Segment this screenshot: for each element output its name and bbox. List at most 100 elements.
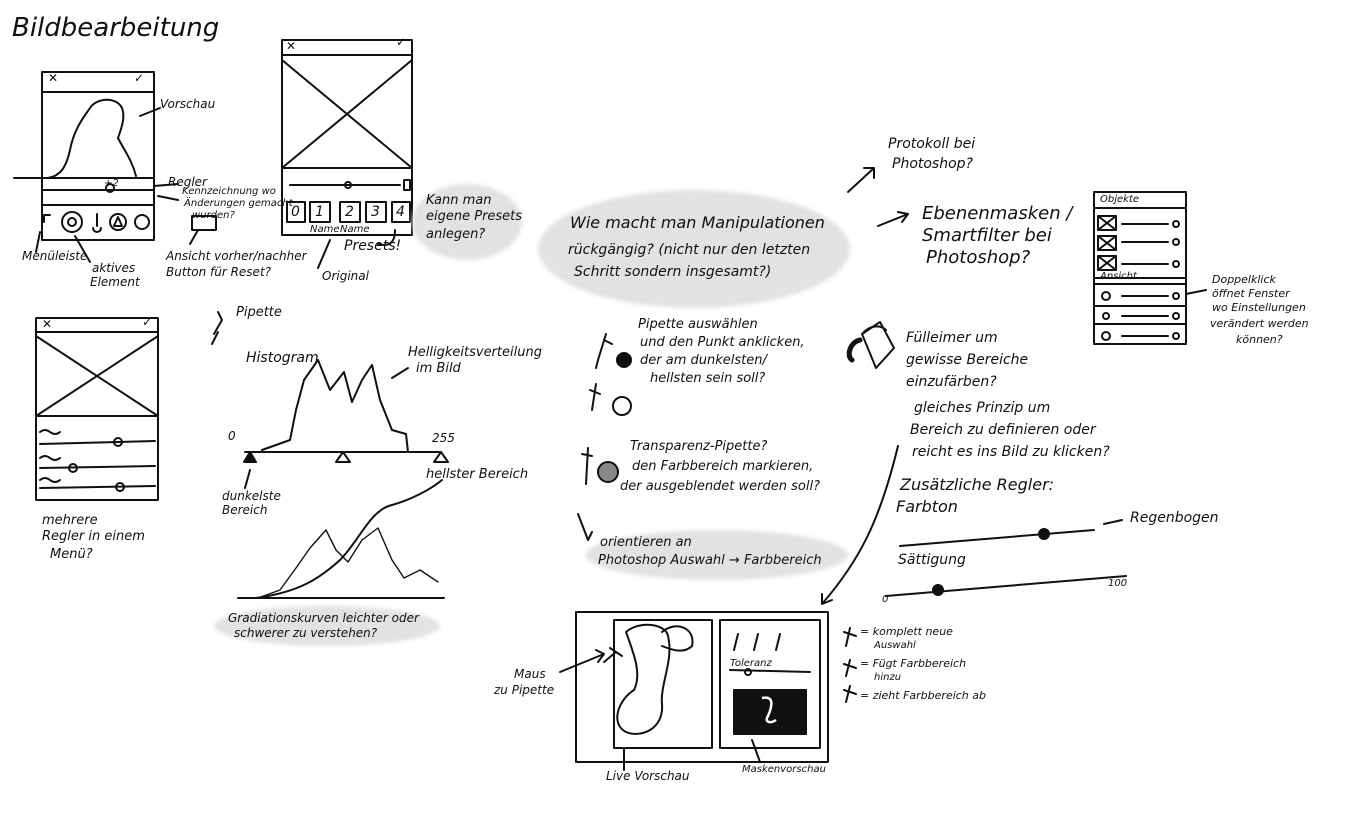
histogram-drawing: [211, 311, 449, 599]
farbton-saettigung-sliders: [885, 528, 1127, 597]
protokoll-2: Photoshop?: [892, 156, 973, 172]
doppelklick-2: öffnet Fenster: [1212, 287, 1290, 300]
question-line-2: rückgängig? (nicht nur den letzten: [568, 242, 811, 258]
label-ansicht-2: Button für Reset?: [166, 265, 272, 279]
saettigung-max: 100: [1108, 578, 1128, 589]
right-arrows: [821, 167, 1207, 605]
transparenz-1: Transparenz-Pipette?: [630, 439, 768, 454]
doppelklick-3: wo Einstellungen: [1212, 301, 1306, 314]
label-saettigung: Sättigung: [898, 552, 966, 568]
pipette-select-4: hellsten sein soll?: [650, 371, 766, 386]
orientieren-2: Photoshop Auswahl → Farbbereich: [598, 553, 822, 568]
objekte-panel: [1093, 191, 1187, 345]
legend-2-line-2: hinzu: [874, 672, 902, 683]
label-kann-man-1: Kann man: [426, 193, 492, 208]
question-line-1: Wie macht man Manipulationen: [570, 213, 825, 232]
fuelleimer-3: einzufärben?: [906, 374, 997, 390]
label-presets: Presets!: [344, 238, 402, 254]
sketch1-close-icon: ✕: [48, 71, 59, 85]
sketch2-close-icon: ✕: [286, 39, 297, 53]
legend-2-line-1: = Fügt Farbbereich: [860, 657, 967, 670]
saettigung-min: 0: [882, 594, 889, 605]
label-maskenvorschau: Maskenvorschau: [742, 764, 826, 775]
label-helligkeit-2: im Bild: [416, 361, 461, 376]
gleiches-2: Bereich zu definieren oder: [910, 422, 1096, 438]
label-aktives-1: aktives: [92, 261, 136, 275]
presets-question-bg: [412, 184, 522, 260]
ebenen-3: Photoshop?: [926, 247, 1031, 268]
label-regler: Regler: [168, 175, 207, 189]
label-aktives-2: Element: [90, 275, 140, 289]
label-dunkelste-2: Bereich: [222, 503, 268, 517]
orientieren-bg: [586, 530, 848, 580]
sketch1-phone: [13, 71, 217, 263]
zusaetzlich-1: Zusätzliche Regler:: [900, 475, 1055, 494]
legend-3-line-1: = zieht Farbbereich ab: [860, 689, 987, 702]
label-regenbogen: Regenbogen: [1130, 510, 1219, 526]
label-kann-man-3: anlegen?: [426, 227, 486, 242]
label-mehrere-2: Regler in einem: [42, 529, 145, 544]
label-helligkeit-1: Helligkeitsverteilung: [408, 345, 542, 360]
label-pipette: Pipette: [236, 305, 282, 320]
preset-1: 1: [315, 204, 324, 220]
transparenz-2: den Farbbereich markieren,: [632, 459, 814, 474]
histogram-min: 0: [228, 429, 236, 443]
pipette-select-3: der am dunkelsten/: [640, 353, 767, 368]
label-mehrere-3: Menü?: [50, 547, 93, 562]
farbbereich-dialog: [559, 611, 857, 771]
preset-4: 4: [396, 204, 405, 220]
transparenz-3: der ausgeblendet werden soll?: [620, 479, 820, 494]
sketch2-check-icon: ✓: [396, 35, 407, 49]
sketch3-close-icon: ✕: [42, 317, 53, 331]
label-gradation-1: Gradiationskurven leichter oder: [228, 611, 419, 625]
label-kennzeichnung-2: Änderungen gemacht: [184, 198, 293, 209]
orientieren-1: orientieren an: [600, 535, 692, 550]
doppelklick-4: verändert werden: [1210, 317, 1309, 330]
doppelklick-1: Doppelklick: [1212, 273, 1276, 286]
maus-1: Maus: [514, 667, 546, 681]
doppelklick-5: können?: [1236, 333, 1283, 346]
label-dunkelste-1: dunkelste: [222, 489, 281, 503]
label-kennzeichnung-1: Kennzeichnung wo: [182, 186, 276, 197]
pipette-select-2: und den Punkt anklicken,: [640, 335, 805, 350]
label-toleranz: Toleranz: [730, 658, 772, 669]
label-ansicht-1: Ansicht vorher/nachher: [166, 249, 307, 263]
label-live-vorschau: Live Vorschau: [606, 769, 690, 783]
preset-name-1: Name: [310, 224, 340, 235]
ebenen-1: Ebenenmasken /: [922, 203, 1073, 224]
preset-2: 2: [345, 204, 354, 220]
label-gradation-2: schwerer zu verstehen?: [234, 626, 378, 640]
pipette-icons: [577, 333, 632, 541]
sketch3-phone: [35, 317, 159, 501]
preset-name-2: Name: [340, 224, 370, 235]
sketch2-phone: [281, 39, 413, 269]
preset-0: 0: [291, 204, 300, 220]
paint-bucket-icon: [846, 321, 895, 369]
page-title: Bildbearbeitung: [12, 13, 220, 43]
label-menueleiste: Menüleiste: [22, 249, 88, 263]
gleiches-3: reicht es ins Bild zu klicken?: [912, 444, 1110, 460]
question-cloud-bg: [538, 190, 850, 308]
sketch1-check-icon: ✓: [134, 71, 145, 85]
protokoll-1: Protokoll bei: [888, 136, 976, 152]
sketch3-check-icon: ✓: [142, 315, 153, 329]
objekte-label: Objekte: [1100, 194, 1140, 205]
legend-1-line-2: Auswahl: [874, 640, 916, 651]
pipette-select-1: Pipette auswählen: [638, 317, 758, 332]
legend-1-line-1: = komplett neue: [860, 625, 953, 638]
fuelleimer-2: gewisse Bereiche: [906, 352, 1029, 368]
ansicht-label: Ansicht: [1100, 271, 1137, 282]
ebenen-2: Smartfilter bei: [922, 225, 1052, 246]
label-kann-man-2: eigene Presets: [426, 209, 523, 224]
label-hellste: hellster Bereich: [426, 467, 529, 482]
label-kennzeichnung-3: wurden?: [192, 210, 235, 221]
maus-2: zu Pipette: [494, 683, 555, 697]
gradation-bg: [214, 606, 440, 646]
zusaetzlich-2: Farbton: [896, 497, 958, 516]
fuelleimer-1: Fülleimer um: [906, 330, 998, 346]
gleiches-1: gleiches Prinzip um: [914, 400, 1051, 416]
label-vorschau: Vorschau: [160, 97, 216, 111]
histogram-max: 255: [432, 431, 455, 445]
question-line-3: Schritt sondern insgesamt?): [574, 264, 772, 280]
